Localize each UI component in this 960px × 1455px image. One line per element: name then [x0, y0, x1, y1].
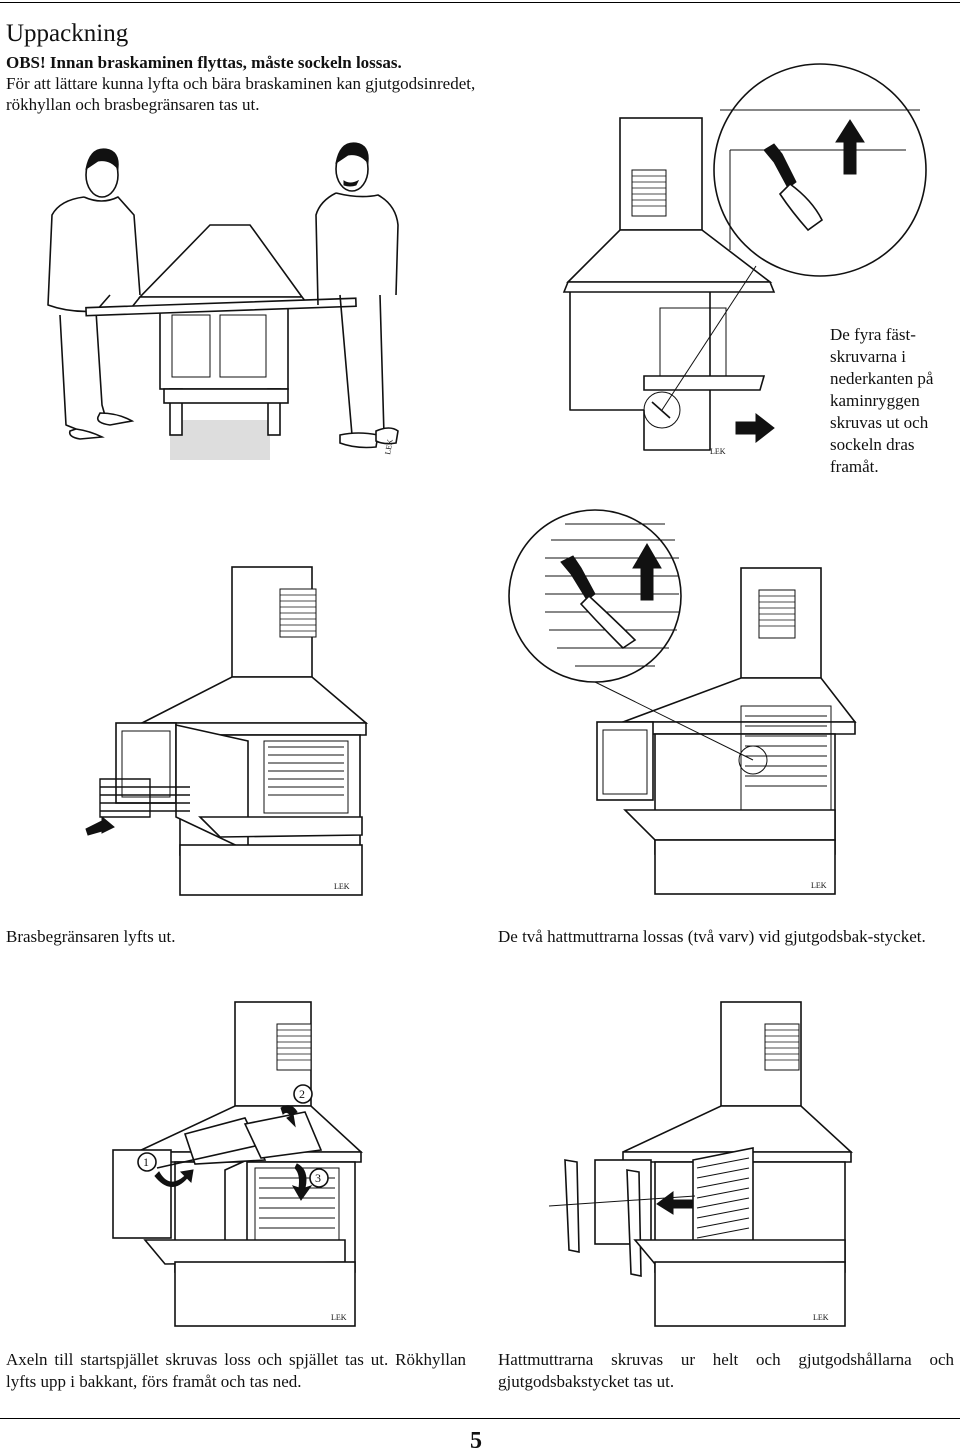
cap-nuts-illustration: LEK [508, 509, 857, 895]
step-3-label: 3 [315, 1171, 321, 1185]
grate-removal-illustration: LEK [85, 566, 369, 896]
top-rule [0, 2, 960, 3]
back-removal-illustration: LEK [548, 1001, 854, 1327]
caption-screws: De fyra fäst-skruvarna i nederkanten på … [830, 325, 934, 476]
lek-mark: LEK [710, 447, 726, 456]
intro-body: För att lättare kunna lyfta och bära bra… [6, 74, 476, 114]
caption-damper: Axeln till startspjället skruvas loss oc… [6, 1350, 466, 1391]
lek-mark: LEK [331, 1313, 347, 1322]
base-screws-illustration: LEK [562, 63, 927, 456]
caption-nuts: De två hattmuttrarna lossas (två varv) v… [498, 927, 926, 946]
page-number: 5 [470, 1428, 482, 1454]
warning-text: OBS! Innan braskaminen flyttas, måste so… [6, 53, 402, 72]
page-title: Uppackning [6, 20, 129, 47]
step-2-label: 2 [299, 1087, 305, 1101]
carrying-illustration: LEK [47, 142, 399, 460]
lek-mark: LEK [811, 881, 827, 890]
lek-mark: LEK [334, 882, 350, 891]
intro-text: OBS! Innan braskaminen flyttas, måste so… [6, 52, 476, 115]
lek-mark: LEK [813, 1313, 829, 1322]
lek-mark: LEK [383, 438, 395, 455]
caption-back: Hattmuttrarna skruvas ur helt och gjutgo… [498, 1350, 954, 1391]
caption-grate: Brasbegränsaren lyfts ut. [6, 927, 176, 946]
bottom-rule [0, 1418, 960, 1419]
damper-removal-illustration: 1 2 3 LEK [112, 1001, 364, 1327]
step-1-label: 1 [143, 1155, 149, 1169]
